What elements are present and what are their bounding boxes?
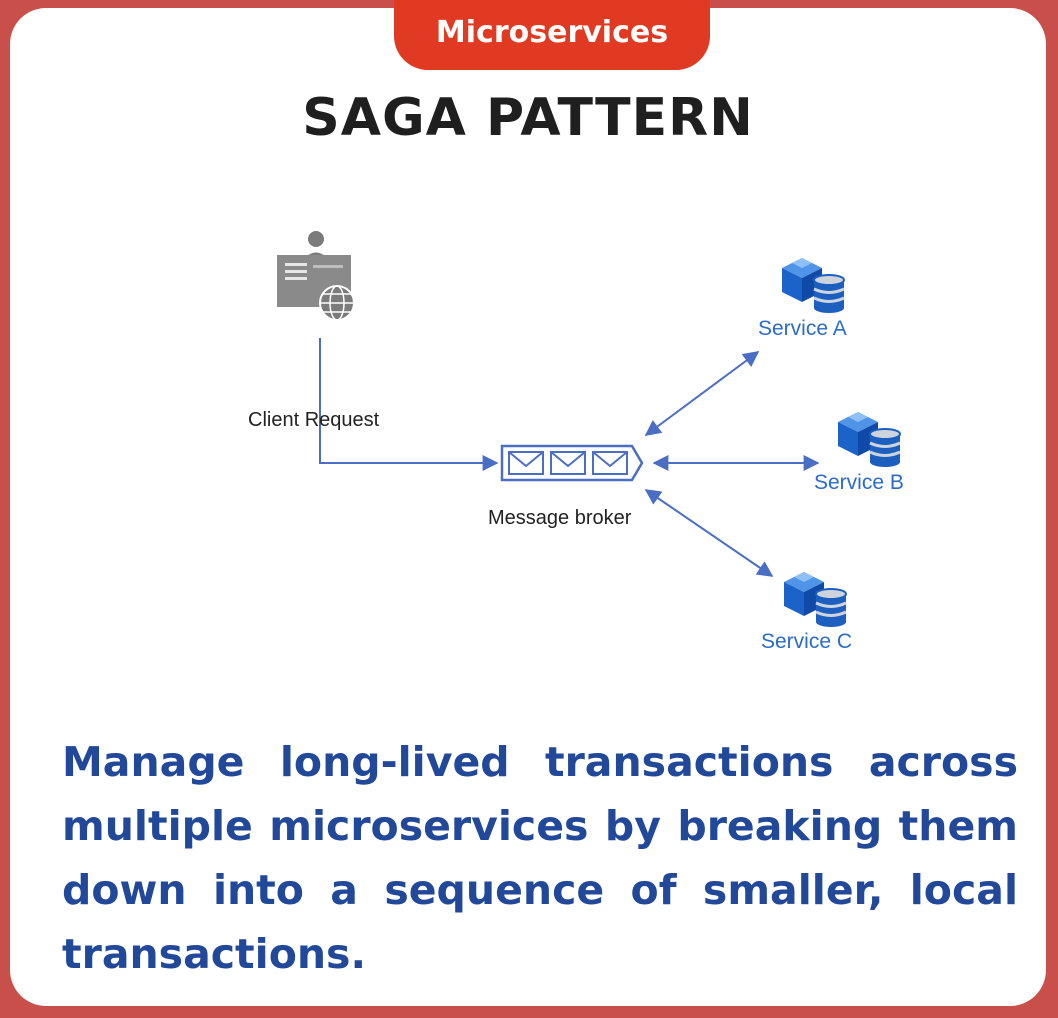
category-label: Microservices — [435, 14, 669, 50]
infographic-card: Microservices SAGA PATTERN — [10, 0, 1046, 1006]
client-request-label: Client Request — [248, 409, 380, 431]
client-computer-icon — [277, 231, 355, 321]
message-broker-label: Message broker — [488, 507, 632, 529]
service-b-icon — [836, 410, 902, 469]
message-queue-icon — [500, 444, 644, 482]
page-title: SAGA PATTERN — [302, 88, 754, 148]
client-request-arrow — [319, 338, 499, 471]
service-c-icon — [782, 570, 848, 629]
category-tab: Microservices — [394, 0, 710, 70]
broker-service-a-arrow — [644, 351, 760, 436]
service-a-label: Service A — [758, 317, 847, 340]
description-text: Manage long-lived transactions across mu… — [62, 738, 1018, 978]
service-a-icon — [780, 256, 846, 315]
broker-service-c-arrow — [644, 489, 774, 577]
service-c-label: Service C — [761, 630, 852, 653]
saga-diagram: Client Request Message broker Service A … — [248, 231, 904, 653]
service-b-label: Service B — [814, 471, 904, 494]
